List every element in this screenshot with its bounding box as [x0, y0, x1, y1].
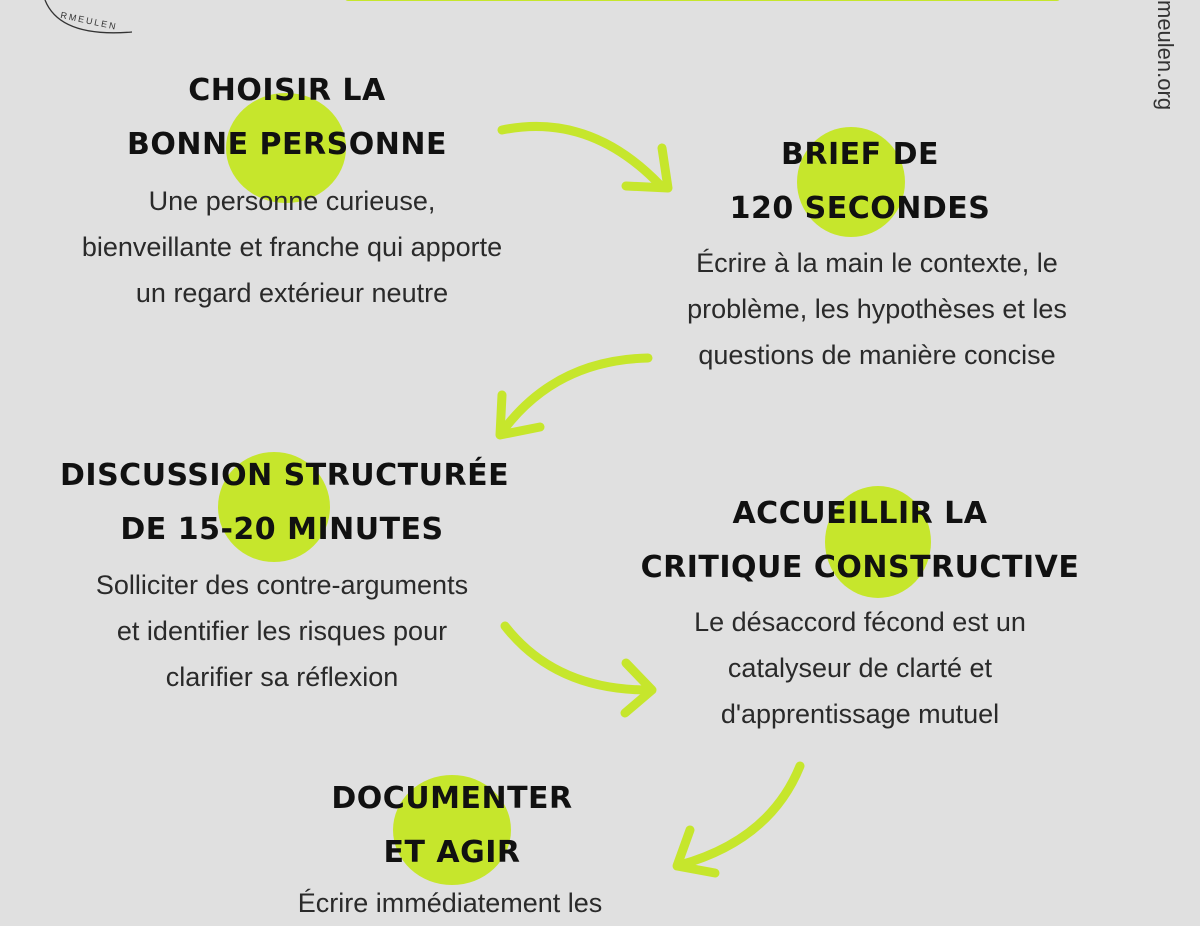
arrow-step-2-to-3-icon: [495, 353, 653, 440]
step-4-description: Le désaccord fécond est un catalyseur de…: [650, 599, 1070, 737]
step-1-desc-line-2: bienveillante et franche qui apporte: [81, 232, 503, 262]
step-3-title-line-1: Discussion structurée: [60, 458, 510, 493]
top-accent-bar: [345, 0, 1060, 1]
step-2-desc-line-1: Écrire à la main le contexte, le: [696, 248, 1058, 278]
step-3-desc-line-2: et identifier les risques pour: [116, 616, 448, 646]
step-1-description: Une personne curieuse, bienveillante et …: [40, 178, 544, 316]
step-2-desc-line-3: questions de manière concise: [698, 340, 1056, 370]
step-1-title: Choisir la bonne personne: [112, 64, 462, 172]
arrow-step-1-to-2-icon: [497, 121, 673, 193]
logo-circle-icon: RMEULEN: [44, 0, 133, 34]
step-2-title-line-2: 120 secondes: [729, 191, 991, 226]
step-5-title: Documenter et agir: [302, 772, 602, 880]
step-3-title: Discussion structurée de 15-20 minutes: [60, 449, 510, 557]
step-5-blob: [393, 775, 511, 885]
step-4-desc-line-2: catalyseur de clarté et: [727, 653, 993, 683]
step-3-desc-line-3: clarifier sa réflexion: [165, 662, 399, 692]
step-3-desc-line-1: Solliciter des contre-arguments: [95, 570, 469, 600]
step-3-description: Solliciter des contre-arguments et ident…: [50, 562, 514, 700]
arrow-step-4-to-5-icon: [672, 761, 805, 878]
step-5-desc-line-1: Écrire immédiatement les: [297, 888, 603, 918]
step-2-description: Écrire à la main le contexte, le problèm…: [640, 240, 1114, 378]
step-2-desc-line-2: problème, les hypothèses et les: [687, 294, 1067, 324]
step-1-desc-line-3: un regard extérieur neutre: [135, 278, 449, 308]
step-2-title: Brief de 120 secondes: [685, 128, 1035, 236]
step-1-desc-line-1: Une personne curieuse,: [148, 186, 436, 216]
step-1-title-line-1: Choisir la: [188, 73, 386, 108]
step-4-desc-line-1: Le désaccord fécond est un: [694, 607, 1026, 637]
flow-arrows: [495, 121, 805, 878]
step-3-title-line-2: de 15-20 minutes: [120, 512, 444, 547]
step-4-title-line-2: critique constructive: [640, 550, 1080, 585]
step-1-blob: [226, 93, 346, 203]
step-1-title-line-2: bonne personne: [127, 127, 447, 162]
arrow-step-3-to-4-icon: [500, 621, 657, 718]
step-5-description: Écrire immédiatement les: [220, 880, 680, 926]
step-4-title: Accueillir la critique constructive: [640, 487, 1080, 595]
step-2-blob: [797, 127, 905, 237]
step-5-title-line-2: et agir: [383, 835, 521, 870]
step-4-desc-line-3: d'apprentissage mutuel: [720, 699, 1000, 729]
step-5-title-line-1: Documenter: [331, 781, 573, 816]
step-3-blob: [218, 452, 330, 562]
step-4-title-line-1: Accueillir la: [732, 496, 988, 531]
step-2-title-line-1: Brief de: [781, 137, 939, 172]
step-4-blob: [825, 486, 931, 598]
